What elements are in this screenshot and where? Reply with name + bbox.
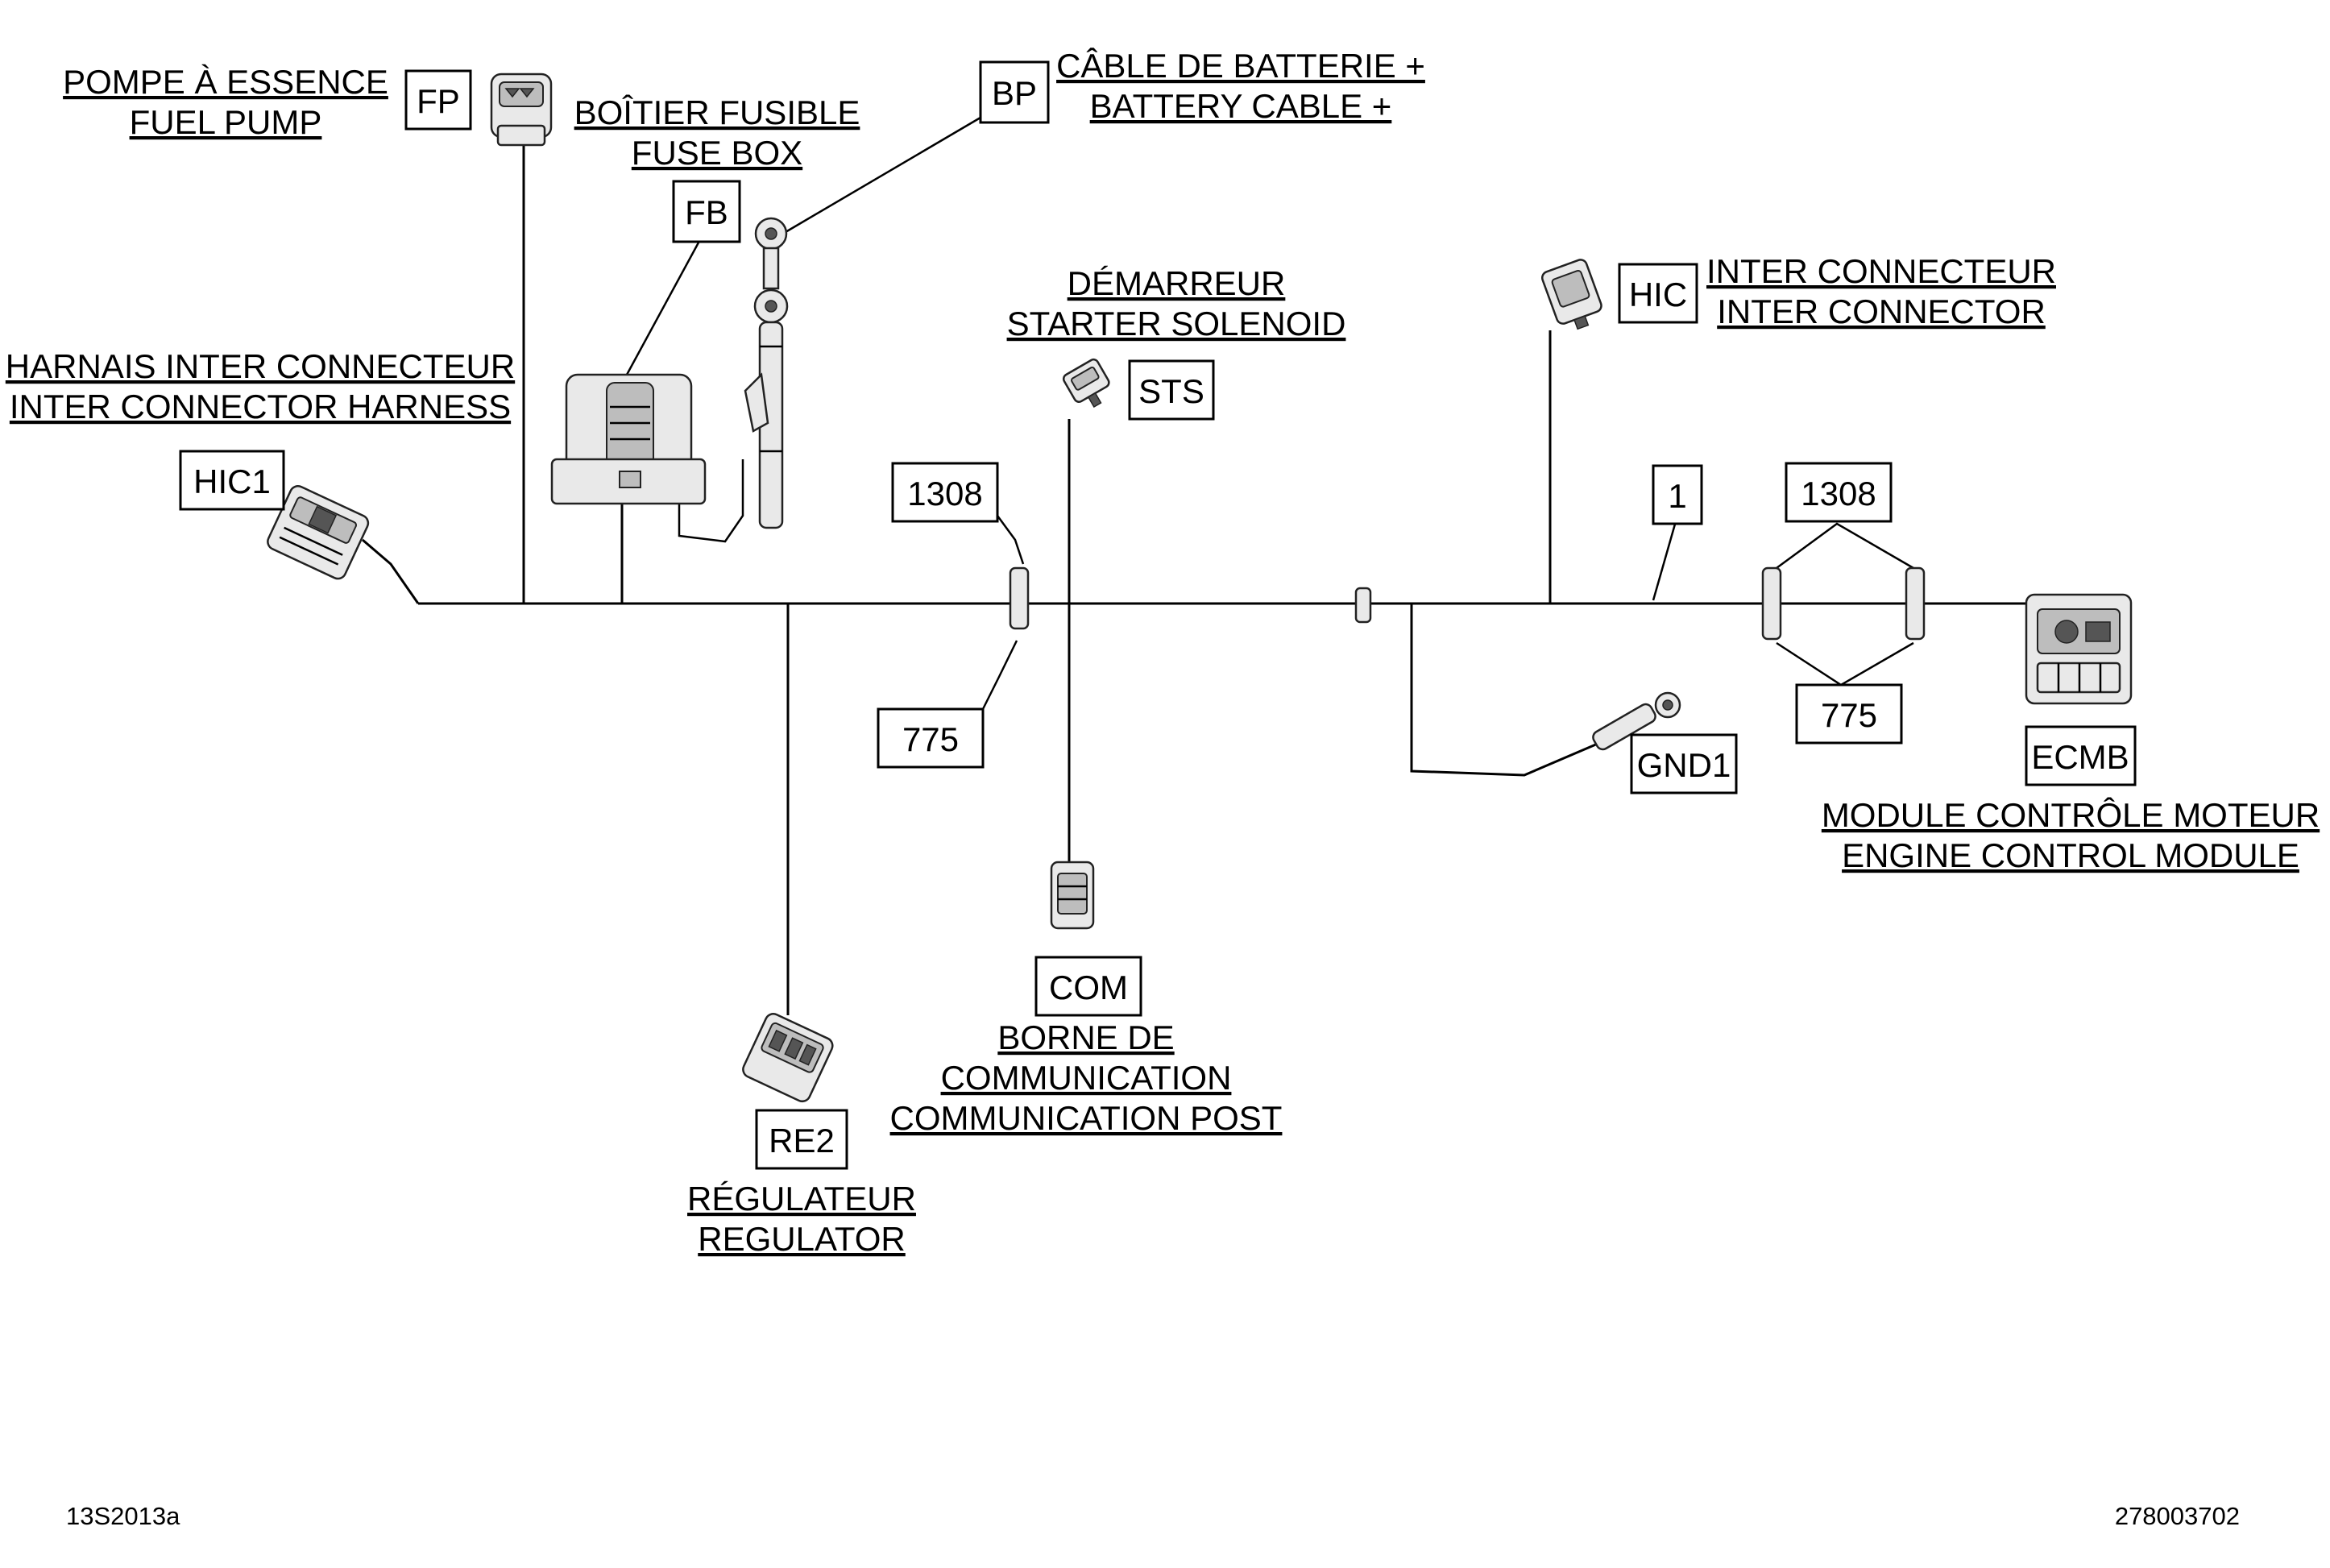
fp-code: FP [417,82,460,120]
battery-cable-drawing [744,217,789,529]
component-labels: POMPE À ESSENCE FUEL PUMP BOÎTIER FUSIBL… [6,47,2320,1258]
illustration-id: 13S2013a [66,1502,180,1530]
1-code-box: 1 [1652,464,1703,525]
inter-connector-drawing [1541,259,1602,330]
regulator-label-en: REGULATOR [698,1220,906,1258]
ecm-label-fr: MODULE CONTRÔLE MOTEUR [1822,796,2320,834]
harness-connector-branch [362,538,420,604]
starter-solenoid-label-fr: DÉMARREUR [1068,264,1286,302]
1308-left-leader [996,515,1025,565]
fp-code-box: FP [404,69,472,131]
fuel-pump-label-fr: POMPE À ESSENCE [63,63,388,101]
fitting-middle [1354,587,1372,624]
1-leader [1652,515,1679,601]
sts-code-box: STS [1128,359,1215,421]
fuse-box-drawing [550,373,707,505]
harness-connector-drawing [267,485,370,580]
battery-cable-label-fr: CÂBLE DE BATTERIE + [1056,47,1425,85]
starter-solenoid-connector-drawing [1062,358,1110,409]
harness-label-en: INTER CONNECTOR HARNESS [10,388,511,425]
775-left-leader [981,640,1018,710]
775-right-leader [1776,641,1914,687]
fuse-box-label-fr: BOÎTIER FUSIBLE [574,93,860,131]
inline-fittings [1009,566,1926,641]
bp-leader [785,114,985,234]
re2-code: RE2 [769,1122,835,1159]
fb-leader [625,233,705,375]
regulator-label-fr: RÉGULATEUR [687,1180,916,1217]
1308-right-leader [1776,522,1914,570]
fuel-pump-connector-drawing [490,73,553,147]
hic-code: HIC [1629,276,1687,313]
ground-branch [1410,604,1604,777]
ecm-drawing [2025,593,2133,705]
1308-right-code: 1308 [1801,475,1876,512]
bp-code: BP [992,74,1037,112]
ground-terminal-drawing [1592,691,1681,751]
com-label-fr-1: BORNE DE [997,1018,1174,1056]
starter-solenoid-label-en: STARTER SOLENOID [1007,305,1346,342]
communication-post-drawing [1050,861,1095,930]
1308-right-code-box: 1308 [1785,462,1893,523]
fb-code-box: FB [672,180,741,243]
inter-connector-label-en: INTER CONNECTOR [1717,292,2046,330]
775-right-code-box: 775 [1795,683,1903,745]
1308-left-code-box: 1308 [891,462,999,523]
com-code-box: COM [1034,956,1142,1017]
1308-left-code: 1308 [907,475,982,512]
fitting-right-b [1905,566,1926,641]
regulator-connector-drawing [742,1013,834,1103]
gnd1-code-box: GND1 [1630,733,1738,794]
775-left-code: 775 [902,720,959,758]
inter-connector-label-fr: INTER CONNECTEUR [1706,252,2056,290]
hic1-code-box: HIC1 [179,450,285,511]
775-right-code: 775 [1821,696,1877,734]
part-number: 278003702 [2115,1502,2240,1530]
harness-label-fr: HARNAIS INTER CONNECTEUR [6,347,515,385]
com-label-en: COMMUNICATION POST [890,1099,1283,1137]
bp-code-box: BP [979,60,1050,124]
775-left-code-box: 775 [877,707,985,769]
re2-code-box: RE2 [755,1109,848,1170]
fitting-right-a [1761,566,1782,641]
leader-lines [625,114,1914,710]
ecm-label-en: ENGINE CONTROL MODULE [1842,836,2299,874]
harness-wires [362,145,2054,1015]
hic1-code: HIC1 [193,463,271,500]
sts-code: STS [1138,372,1204,410]
hic-code-box: HIC [1618,263,1698,324]
ecmb-code-box: ECMB [2025,725,2137,786]
battery-cable-label-en: BATTERY CABLE + [1090,87,1392,125]
fuse-box-bp-link [678,459,744,543]
fitting-left [1009,566,1030,630]
1-code: 1 [1668,477,1686,515]
gnd1-code: GND1 [1637,746,1731,784]
com-code: COM [1049,969,1128,1006]
fuel-pump-label-en: FUEL PUMP [130,103,322,141]
com-label-fr-2: COMMUNICATION [941,1059,1232,1097]
footer: 13S2013a 278003702 [66,1502,2240,1530]
fb-code: FB [685,193,728,231]
code-boxes: FP FB BP STS HIC HIC1 1308 775 [179,60,2137,1170]
ecmb-code: ECMB [2031,738,2129,776]
fuse-box-label-en: FUSE BOX [632,134,802,172]
